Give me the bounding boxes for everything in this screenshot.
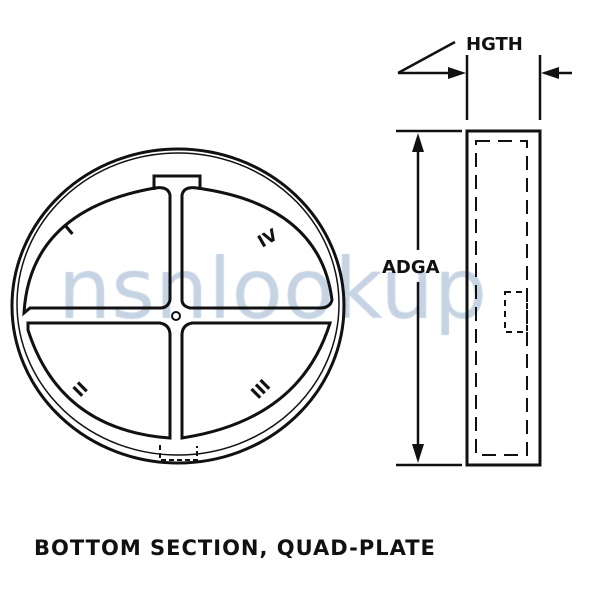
mark-iv: IV [255,225,283,252]
center-hub [171,311,181,321]
diagram-caption: BOTTOM SECTION, QUAD-PLATE [34,536,436,560]
outer-rim-inner [16,152,340,456]
dimension-adga [396,129,462,467]
bottom-lug [159,445,198,461]
adga-label: ADGA [382,257,440,278]
side-view-hidden-edge [475,140,528,456]
top-lug [152,174,202,190]
mark-ii: II [69,378,92,401]
quadrant-top-right [180,186,334,310]
quadrant-bottom-left [26,321,172,440]
side-view [465,129,542,467]
quadrant-top-left [22,186,172,317]
outer-rim [10,147,346,465]
side-view-hidden-notch [504,291,528,333]
dimension-hgth [397,40,572,120]
hgth-label: HGTH [466,34,523,55]
quadrant-bottom-right [180,321,333,440]
mark-iii: III [247,376,275,404]
side-view-body [465,129,542,467]
